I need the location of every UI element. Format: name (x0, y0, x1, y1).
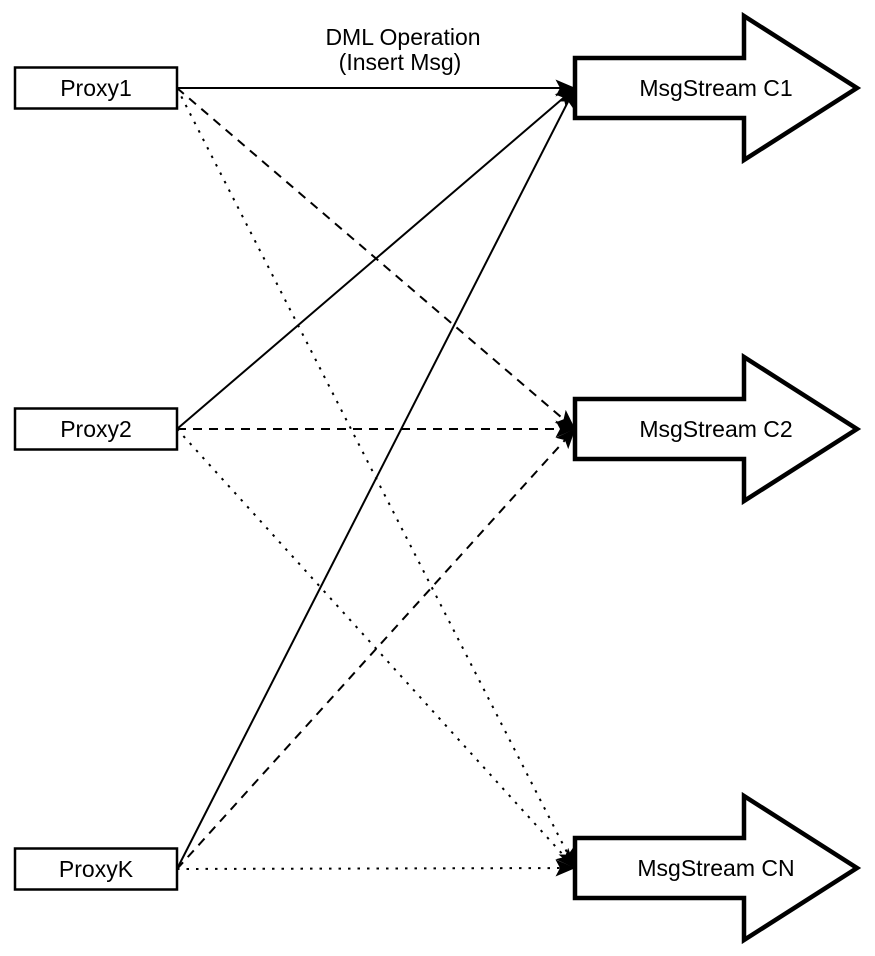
msgstream-node-c1: MsgStream C1 (572, 11, 862, 165)
proxy-node-proxy1: Proxy1 (13, 66, 179, 110)
msgstream-arrow-cn (572, 791, 862, 945)
proxy-label-proxy1: Proxy1 (60, 75, 132, 101)
proxy-box-proxyk (13, 847, 179, 891)
diagram-title-line1: DML Operation (325, 24, 480, 50)
proxy-node-proxy2: Proxy2 (13, 407, 179, 451)
edge-proxy2-cn-dotted (176, 428, 576, 869)
edges-layer (176, 79, 576, 877)
proxy-label-proxy2: Proxy2 (60, 416, 132, 442)
proxy-box-proxy1 (13, 66, 179, 110)
msgstream-node-cn: MsgStream CN (572, 791, 862, 945)
msgstream-node-c2: MsgStream C2 (572, 352, 862, 506)
msgstream-arrow-c1 (572, 11, 862, 165)
diagram-title-line2: (Insert Msg) (339, 49, 462, 75)
msgstream-label-c2: MsgStream C2 (639, 416, 792, 442)
proxy-node-proxyk: ProxyK (13, 847, 179, 891)
msgstream-arrow-c2 (572, 352, 862, 506)
proxy-box-proxy2 (13, 407, 179, 451)
edge-proxyk-cn-dotted (176, 859, 576, 877)
proxy-label-proxyk: ProxyK (59, 856, 134, 882)
edge-proxy1-c2-dashed (176, 87, 576, 430)
edge-proxy1-cn-dotted (176, 87, 576, 869)
msgstream-label-cn: MsgStream CN (637, 855, 794, 881)
msgstream-label-c1: MsgStream C1 (639, 75, 792, 101)
